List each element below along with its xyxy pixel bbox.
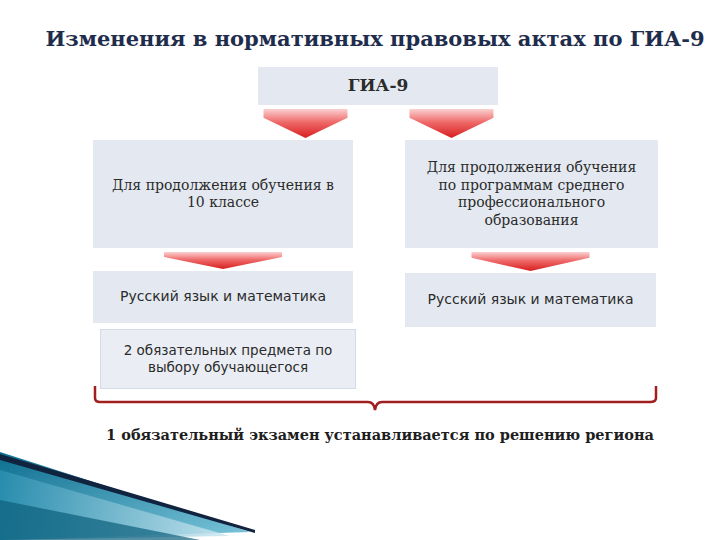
block-arrow [164, 252, 282, 269]
corner-swoosh [0, 470, 230, 540]
process-box: Для продолжения обучения по программам с… [405, 140, 658, 248]
bracket [95, 386, 656, 410]
process-box: Русский язык и математика [405, 273, 656, 327]
block-arrow [264, 109, 348, 138]
process-box: Для продолжения обучения в 10 классе [93, 140, 353, 248]
corner-swoosh [0, 500, 200, 540]
page-title: Изменения в нормативных правовых актах п… [30, 26, 720, 51]
process-box: Русский язык и математика [93, 271, 353, 323]
process-box: 2 обязательных предмета по выбору обучаю… [100, 329, 356, 389]
box-text: Русский язык и математика [428, 291, 634, 309]
box-text: Русский язык и математика [120, 288, 326, 306]
box-text: Для продолжения обучения в 10 классе [107, 177, 339, 212]
block-arrow [472, 252, 590, 271]
note-text: 1 обязательный экзамен устанавливается п… [60, 426, 700, 443]
box-text: Для продолжения обучения по программам с… [419, 159, 644, 229]
block-arrow [410, 109, 494, 138]
box-text: 2 обязательных предмета по выбору обучаю… [111, 342, 345, 376]
root-box: ГИА-9 [258, 67, 498, 105]
box-text: ГИА-9 [348, 75, 409, 96]
